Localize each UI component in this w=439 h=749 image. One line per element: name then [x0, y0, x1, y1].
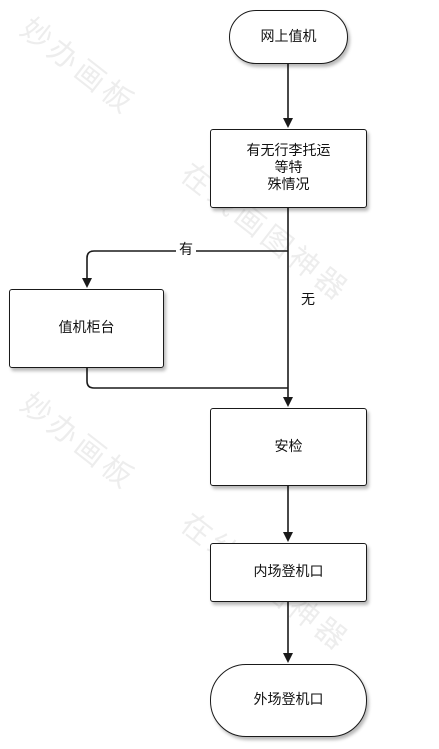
node-counter: 值机柜台: [9, 289, 164, 368]
node-decision: 有无行李托运 等特 殊情况: [210, 129, 367, 208]
node-international-gate: 外场登机口: [210, 664, 367, 737]
node-start: 网上值机: [229, 10, 348, 64]
node-international-gate-label: 外场登机口: [253, 692, 324, 708]
edge-decision-to-counter: [82, 250, 288, 288]
node-decision-line-2: 等特: [274, 160, 303, 176]
node-decision-line-3: 殊情况: [267, 177, 310, 193]
node-start-label: 网上值机: [260, 28, 317, 45]
node-decision-line-1: 有无行李托运: [246, 143, 331, 159]
edge-label-yes: 有: [176, 242, 196, 258]
node-security: 安检: [210, 408, 367, 486]
node-decision-text: 有无行李托运 等特 殊情况: [247, 143, 331, 194]
edge-counter-to-security: [86, 368, 288, 389]
node-counter-label: 值机柜台: [58, 320, 115, 336]
node-security-label: 安检: [274, 438, 303, 455]
node-domestic-gate: 内场登机口: [210, 543, 367, 602]
node-domestic-gate-label: 内场登机口: [253, 564, 324, 580]
edge-label-no: 无: [298, 292, 318, 308]
